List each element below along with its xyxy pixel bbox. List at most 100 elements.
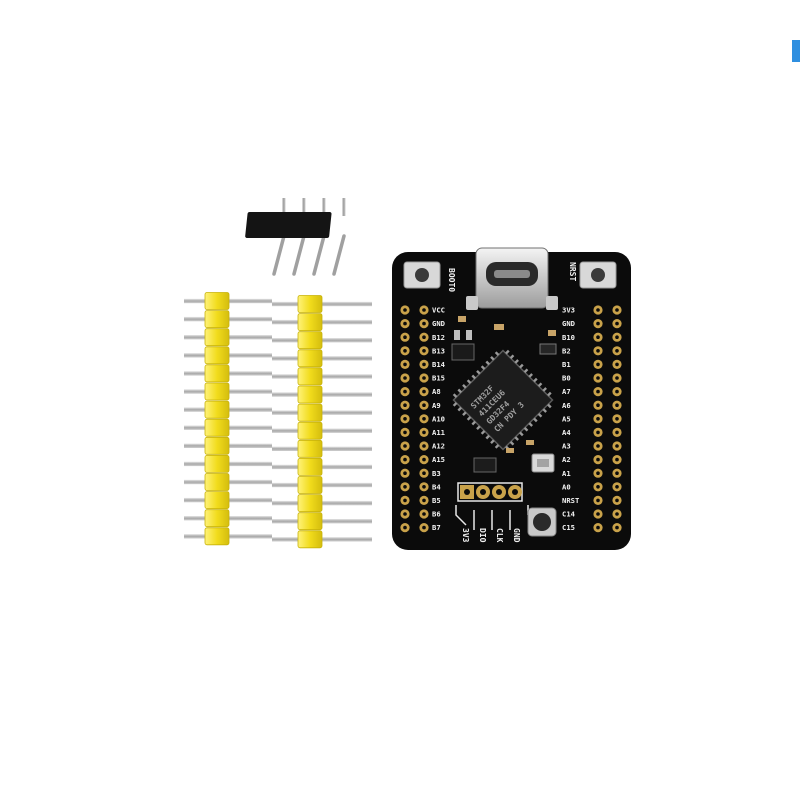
gpio-pad-hole [403,525,407,530]
gpio-pad-hole [615,485,619,489]
right-angle-pin-header [245,198,346,276]
gpio-pad-hole [615,471,619,476]
gpio-pad-hole [615,335,619,340]
gpio-pad-hole [615,389,619,394]
small-header-pin-leg [272,234,286,276]
left-header-plastic-block [204,418,230,437]
left-header-plastic-block [204,310,230,329]
gpio-pad-hole [422,430,426,435]
right-header-plastic-block [297,349,323,368]
left-header-plastic-block [204,473,230,491]
gpio-pad-hole [596,498,600,503]
gpio-pad-hole [403,349,407,353]
gpio-pad-hole [615,349,619,353]
right-pin-label: NRST [562,496,580,505]
left-pin-label: B7 [432,523,441,532]
gpio-pad-hole [596,376,600,380]
gpio-pad-hole [422,362,426,367]
gpio-pad-hole [596,525,600,530]
gpio-pad-hole [615,321,619,326]
left-header-plastic-block [204,292,230,310]
right-pin-label: A3 [562,442,571,451]
gpio-pad-hole [422,389,426,394]
left-pin-label: B12 [432,333,445,342]
gpio-pad-hole [422,525,426,530]
small-header-pin-top [322,198,326,216]
chip-leads [452,349,552,451]
gpio-pad-hole [596,349,600,353]
bottom-label-gnd: GND [512,528,521,543]
right-pin-label: A0 [562,482,571,491]
right-pin-label: B10 [562,333,575,342]
gpio-pad-hole [615,430,619,435]
gpio-pad-hole [596,321,600,326]
small-header-body [245,212,332,238]
left-pin-label: A8 [432,387,441,396]
right-header-plastic-block [297,457,323,476]
left-pin-label: VCC [432,306,445,315]
gpio-pad-hole [615,308,619,312]
right-pin-label: A6 [562,401,571,410]
left-header-plastic-block [204,527,230,546]
small-header-pin-top [282,198,286,216]
right-header-plastic-block [297,512,323,531]
left-pin-label: A15 [432,455,445,464]
small-header-pin-top [342,198,346,216]
gpio-pad-hole [422,349,426,353]
gpio-pad-hole [422,417,426,421]
boot0-label: BOOT0 [447,268,456,292]
gpio-pad-hole [596,512,600,516]
gpio-pad-hole [596,457,600,462]
gpio-pad-hole [422,498,426,503]
gpio-pad-hole [422,376,426,380]
gpio-pad-hole [422,485,426,489]
gpio-pad-hole [596,308,600,312]
bottom-label-dio: DIO [478,528,487,543]
gpio-pad-hole [403,308,407,312]
gpio-pads [400,305,622,533]
left-pin-label: A11 [432,428,445,437]
gpio-pad-hole [596,403,600,408]
left-pin-label: A12 [432,442,445,451]
left-pin-label: B6 [432,510,441,519]
right-header-plastic-block [297,295,323,313]
gpio-pad-hole [596,362,600,367]
gpio-pad-hole [403,417,407,421]
left-pin-label: B14 [432,360,445,369]
left-pin-header [184,292,272,546]
right-pin-label: A5 [562,414,571,423]
gpio-pad-hole [403,376,407,380]
small-header-pin-leg [312,234,326,276]
gpio-pad-hole [422,471,426,476]
gpio-pad-hole [403,321,407,326]
right-header-plastic-block [297,313,323,332]
left-header-plastic-block [204,491,230,510]
bottom-label-clk: CLK [495,528,504,543]
left-pin-label: B15 [432,374,445,383]
usb-c-connector [466,247,558,310]
left-pin-label: GND [432,319,445,328]
gpio-pad-hole [596,430,600,435]
gpio-pad-hole [403,485,407,489]
right-pin-label: C15 [562,523,575,532]
left-header-plastic-block [204,382,230,401]
right-pin-header [272,295,372,549]
right-pin-label: B0 [562,374,571,383]
gpio-pad-hole [596,389,600,394]
nrst-label: NRST [568,262,577,281]
bottom-labels: 3V3 DIO CLK GND [461,528,521,543]
right-pin-label: A4 [562,428,571,437]
left-pin-label: A9 [432,401,441,410]
gpio-pad-hole [403,512,407,516]
left-header-plastic-block [204,436,230,455]
left-pin-label: B4 [432,482,441,491]
gpio-pad-hole [403,389,407,394]
gpio-pad-hole [615,512,619,516]
gpio-pad-hole [615,525,619,530]
right-pin-label: C14 [562,510,575,519]
gpio-pad-hole [615,444,619,448]
gpio-pad-hole [596,417,600,421]
gpio-pad-hole [403,362,407,367]
gpio-pad-hole [403,430,407,435]
right-header-plastic-block [297,494,323,513]
